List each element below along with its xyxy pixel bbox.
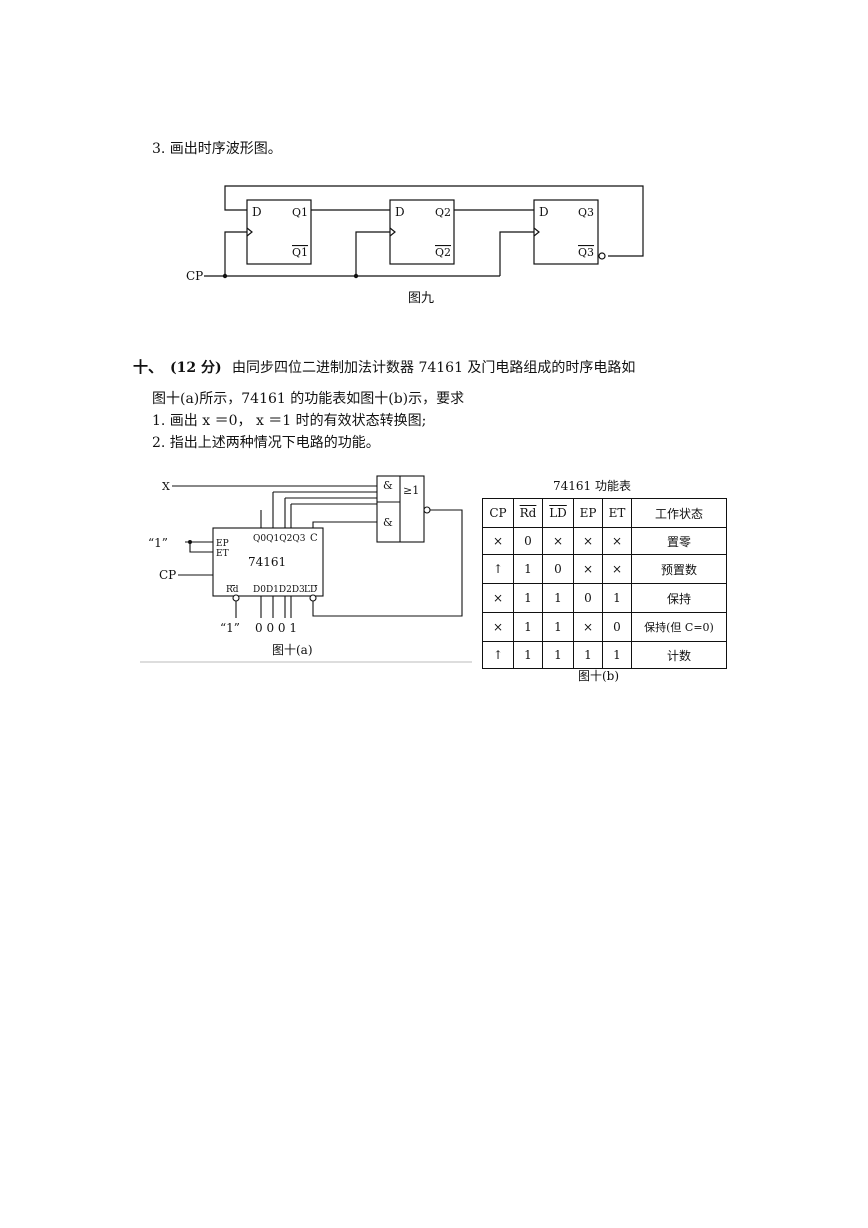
rd-pin: Rd: [226, 585, 239, 595]
ff1-d-label: D: [252, 205, 262, 219]
table-cell: 1: [602, 583, 632, 613]
table-cell: 1: [542, 612, 574, 642]
ff2-q-label: Q2: [435, 206, 451, 219]
table-cell: 1: [513, 612, 543, 642]
q10-req2: 2. 指出上述两种情况下电路的功能。: [152, 435, 380, 451]
ff3-qbar-label: Q3: [578, 246, 594, 259]
table-cell: 保持(但 C=0): [631, 612, 727, 642]
header-ep: EP: [573, 498, 603, 528]
upper-and-symbol: &: [383, 479, 393, 492]
header-ld: LD: [542, 498, 574, 528]
ff1-qbar-label: Q1: [292, 246, 308, 259]
table-cell: 1: [542, 583, 574, 613]
table-cell: ×: [602, 554, 632, 584]
table-cell: 预置数: [631, 554, 727, 584]
table-header-row: CP Rd LD EP ET 工作状态: [482, 498, 727, 528]
ld-pin: LD: [304, 585, 317, 595]
ff1-q-label: Q1: [292, 206, 308, 219]
header-et: ET: [602, 498, 632, 528]
ff3-q-label: Q3: [578, 206, 594, 219]
table-cell: 1: [513, 641, 543, 669]
ff2-d-label: D: [395, 205, 405, 219]
q3-step-text: 3. 画出时序波形图。: [152, 141, 282, 157]
table-row: × 0 × × × 置零: [482, 527, 727, 555]
table-cell: 1: [542, 641, 574, 669]
table-cell: 1: [513, 583, 543, 613]
header-cp: CP: [482, 498, 514, 528]
c-pin: C: [310, 533, 318, 544]
function-table: CP Rd LD EP ET 工作状态 × 0 × × × 置零 ↑ 1 0 ×…: [482, 498, 727, 669]
table-cell: ↑: [482, 554, 514, 584]
table-cell: ×: [482, 612, 514, 642]
table-cell: ×: [573, 527, 603, 555]
table-cell: 0: [542, 554, 574, 584]
header-rd: Rd: [513, 498, 543, 528]
table-cell: 1: [573, 641, 603, 669]
q-pins: Q0Q1Q2Q3: [253, 534, 306, 544]
figure-10a-circuit: X “1” CP EP ET 74161 Q0Q1Q2Q3 C Rd D0D1D…: [140, 475, 472, 663]
table-cell: 0: [513, 527, 543, 555]
table-row: × 1 1 × 0 保持(但 C=0): [482, 612, 727, 642]
header-state: 工作状态: [631, 498, 727, 528]
chip-label: 74161: [248, 555, 286, 569]
x-input-label: X: [162, 480, 170, 493]
table-row: × 1 1 0 1 保持: [482, 583, 727, 613]
figure-9-circuit: D D D Q1 Q2 Q3 Q1 Q2 Q3 CP 图九: [186, 185, 644, 306]
table-row: ↑ 1 0 × × 预置数: [482, 554, 727, 584]
table-cell: 置零: [631, 527, 727, 555]
table-cell: 0: [602, 612, 632, 642]
chip-74161: [212, 527, 324, 597]
fig10b-title: 74161 功能表: [553, 479, 631, 493]
fig10a-cp-label: CP: [159, 568, 176, 582]
one-bottom-label: “1”: [220, 621, 240, 635]
table-row: ↑ 1 1 1 1 计数: [482, 641, 727, 669]
ep-pin: EP: [216, 539, 229, 549]
table-cell: 保持: [631, 583, 727, 613]
q10-number: 十、: [133, 358, 164, 376]
ff2-qbar-label: Q2: [435, 246, 451, 259]
q10-req1: 1. 画出 x ＝0， x ＝1 时的有效状态转换图;: [152, 413, 427, 429]
table-cell: 1: [602, 641, 632, 669]
table-cell: ×: [573, 612, 603, 642]
table-cell: 0: [573, 583, 603, 613]
fig10b-caption: 图十(b): [578, 669, 620, 683]
fig10a-caption: 图十(a): [272, 643, 313, 657]
d-values: 0 0 0 1: [255, 621, 297, 635]
table-cell: ×: [482, 583, 514, 613]
et-pin: ET: [216, 549, 229, 559]
one-input-label: “1”: [148, 536, 168, 550]
table-cell: ×: [542, 527, 574, 555]
d-pins: D0D1D2D3: [253, 585, 305, 595]
lower-and-symbol: &: [383, 516, 393, 529]
fig9-caption: 图九: [408, 291, 434, 306]
table-cell: ×: [482, 527, 514, 555]
ff3-d-label: D: [539, 205, 549, 219]
q10-line1: 由同步四位二进制加法计数器 74161 及门电路组成的时序电路如: [232, 360, 636, 376]
table-cell: ×: [573, 554, 603, 584]
table-cell: ↑: [482, 641, 514, 669]
table-cell: 计数: [631, 641, 727, 669]
fig9-cp-label: CP: [186, 269, 203, 283]
or-symbol: ≥1: [403, 484, 419, 497]
q10-points: (12 分): [170, 360, 222, 376]
q10-line2: 图十(a)所示，74161 的功能表如图十(b)示，要求: [152, 391, 465, 407]
table-cell: 1: [513, 554, 543, 584]
table-cell: ×: [602, 527, 632, 555]
